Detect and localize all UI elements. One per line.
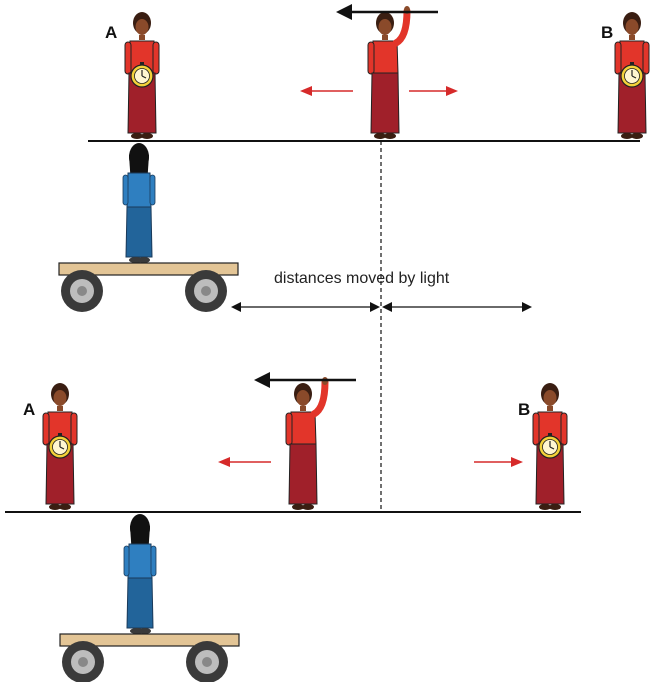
light-arrow-right-bottom xyxy=(474,457,523,467)
distances-caption: distances moved by light xyxy=(274,270,450,287)
light-arrow-left-bottom xyxy=(218,457,271,467)
light-source-woman-top xyxy=(368,6,410,139)
observer-on-cart-top xyxy=(58,142,239,313)
woman-b-bottom xyxy=(532,382,568,511)
observer-on-cart-bottom xyxy=(59,513,240,682)
motion-arrow-top xyxy=(336,4,438,20)
woman-a-top xyxy=(124,11,160,140)
light-arrow-left-top xyxy=(300,86,353,96)
label-b-bottom: B xyxy=(518,400,530,419)
distance-arrow-right xyxy=(382,302,532,312)
light-source-woman-bottom xyxy=(286,377,328,510)
woman-a-bottom xyxy=(42,382,78,511)
distance-arrow-left xyxy=(231,302,380,312)
motion-arrow-bottom xyxy=(254,372,356,388)
light-arrow-right-top xyxy=(409,86,458,96)
label-a-bottom: A xyxy=(23,400,35,419)
woman-b-top xyxy=(614,11,650,140)
label-a-top: A xyxy=(105,23,117,42)
label-b-top: B xyxy=(601,23,613,42)
